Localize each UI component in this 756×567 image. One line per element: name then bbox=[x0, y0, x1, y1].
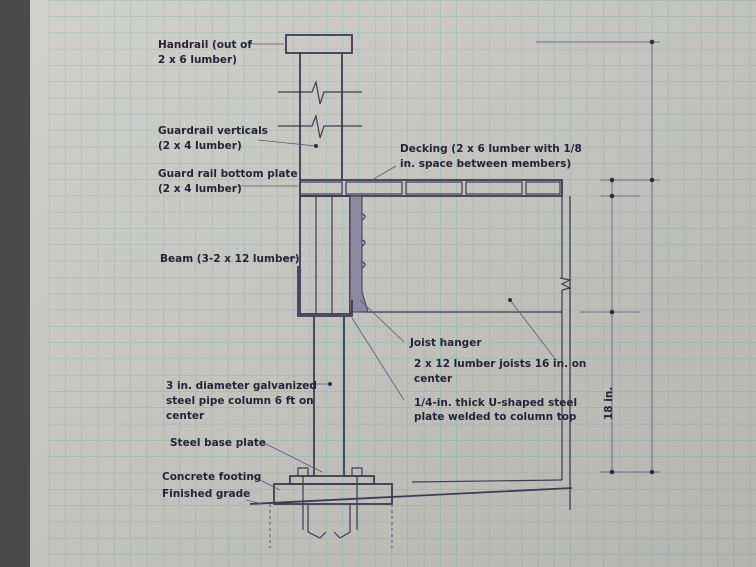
footing-label: Concrete footing bbox=[162, 471, 261, 483]
pipe-column-label-3: center bbox=[166, 410, 205, 422]
joists-label: 2 x 12 lumber joists 16 in. on bbox=[414, 358, 586, 370]
bottom-plate-label-2: (2 x 4 lumber) bbox=[158, 183, 242, 195]
joists-label-2: center bbox=[414, 373, 453, 385]
handrail-label: Handrail (out of bbox=[158, 39, 252, 51]
decking-label-2: in. space between members) bbox=[400, 158, 571, 170]
dimension-label: 18 in. bbox=[603, 387, 615, 420]
handrail-label-2: 2 x 6 lumber) bbox=[158, 54, 237, 66]
joist-hanger-label: Joist hanger bbox=[409, 337, 482, 349]
grade-label: Finished grade bbox=[162, 488, 250, 500]
guardrail-verticals-label-2: (2 x 4 lumber) bbox=[158, 140, 242, 152]
decking-label: Decking (2 x 6 lumber with 1/8 bbox=[400, 143, 582, 155]
finished-grade-line bbox=[249, 487, 573, 505]
beam-label: Beam (3-2 x 12 lumber) bbox=[160, 253, 300, 265]
u-plate-label: 1/4-in. thick U-shaped steel bbox=[414, 397, 577, 409]
pipe-column-label-2: steel pipe column 6 ft on bbox=[166, 395, 314, 407]
concrete-footing bbox=[273, 483, 393, 505]
bottom-plate-label: Guard rail bottom plate bbox=[158, 168, 298, 180]
u-plate-label-2: plate welded to column top bbox=[414, 411, 577, 423]
guardrail-verticals-label: Guardrail verticals bbox=[158, 125, 268, 137]
pipe-column-label: 3 in. diameter galvanized bbox=[166, 380, 317, 392]
handrail bbox=[285, 34, 353, 54]
joist-hanger-shape bbox=[349, 195, 369, 313]
paper-shading bbox=[30, 0, 756, 567]
base-plate-label: Steel base plate bbox=[170, 437, 266, 449]
